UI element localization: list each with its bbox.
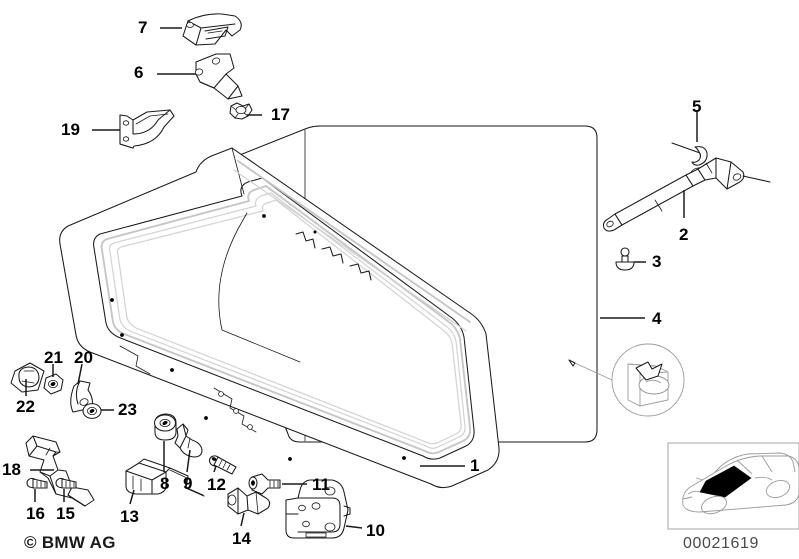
part-15-screw: [55, 477, 77, 489]
callout-17: 17: [271, 105, 290, 124]
part-13-trim-cover: [125, 458, 205, 497]
callout-22: 22: [16, 397, 35, 416]
part-12-bolt: [208, 455, 237, 475]
part-2-gas-pressurized-strut: [602, 157, 771, 232]
part-6-hinge-bracket: [194, 53, 243, 100]
callout-3: 3: [652, 252, 662, 271]
callout-11: 11: [312, 475, 330, 494]
part-17-expanding-nut: [229, 102, 253, 120]
callout-12: 12: [207, 475, 226, 494]
detail-callout-circle: [568, 343, 685, 417]
part-21-nut: [43, 373, 64, 395]
bmw-copyright-notice: © BMW AG: [24, 533, 116, 552]
part-18-support-arm: [25, 435, 95, 507]
part-3-ball-pin: [615, 247, 635, 271]
part-10-tailgate-latch: [285, 479, 351, 539]
callout-5: 5: [692, 97, 702, 116]
callout-6: 6: [134, 63, 144, 82]
callout-15: 15: [56, 504, 75, 523]
callout-13: 13: [120, 507, 139, 526]
callout-4: 4: [652, 309, 662, 328]
part-22-washer-plate: [10, 362, 45, 393]
part-8-grommet-nut: [153, 413, 177, 441]
callout-2: 2: [679, 225, 689, 244]
part-9-stopper-plug: [174, 423, 203, 458]
callout-7: 7: [138, 18, 148, 37]
part-23-grommet: [82, 403, 102, 419]
part-11-striker-pin: [248, 473, 281, 495]
callout-21: 21: [44, 348, 63, 367]
part-14-lock-actuator: [227, 487, 271, 515]
vehicle-thumbnail: [667, 442, 799, 530]
callout-10: 10: [366, 521, 385, 540]
callout-leader-lines: [25, 27, 698, 529]
part-7-retaining-clip: [182, 13, 242, 46]
callout-19: 19: [61, 120, 80, 139]
part-1-tailgate-frame: [59, 147, 500, 489]
part-19-hinge-arm: [119, 109, 175, 149]
callout-9: 9: [183, 474, 193, 493]
callout-18: 18: [2, 460, 21, 479]
diagram-part-number: 00021619: [683, 535, 759, 552]
callout-16: 16: [26, 504, 45, 523]
callout-23: 23: [118, 400, 137, 419]
callout-8: 8: [160, 474, 170, 493]
callout-14: 14: [232, 529, 251, 548]
callout-1: 1: [470, 456, 480, 475]
callout-20: 20: [74, 348, 93, 367]
part-16-screw: [26, 477, 48, 489]
